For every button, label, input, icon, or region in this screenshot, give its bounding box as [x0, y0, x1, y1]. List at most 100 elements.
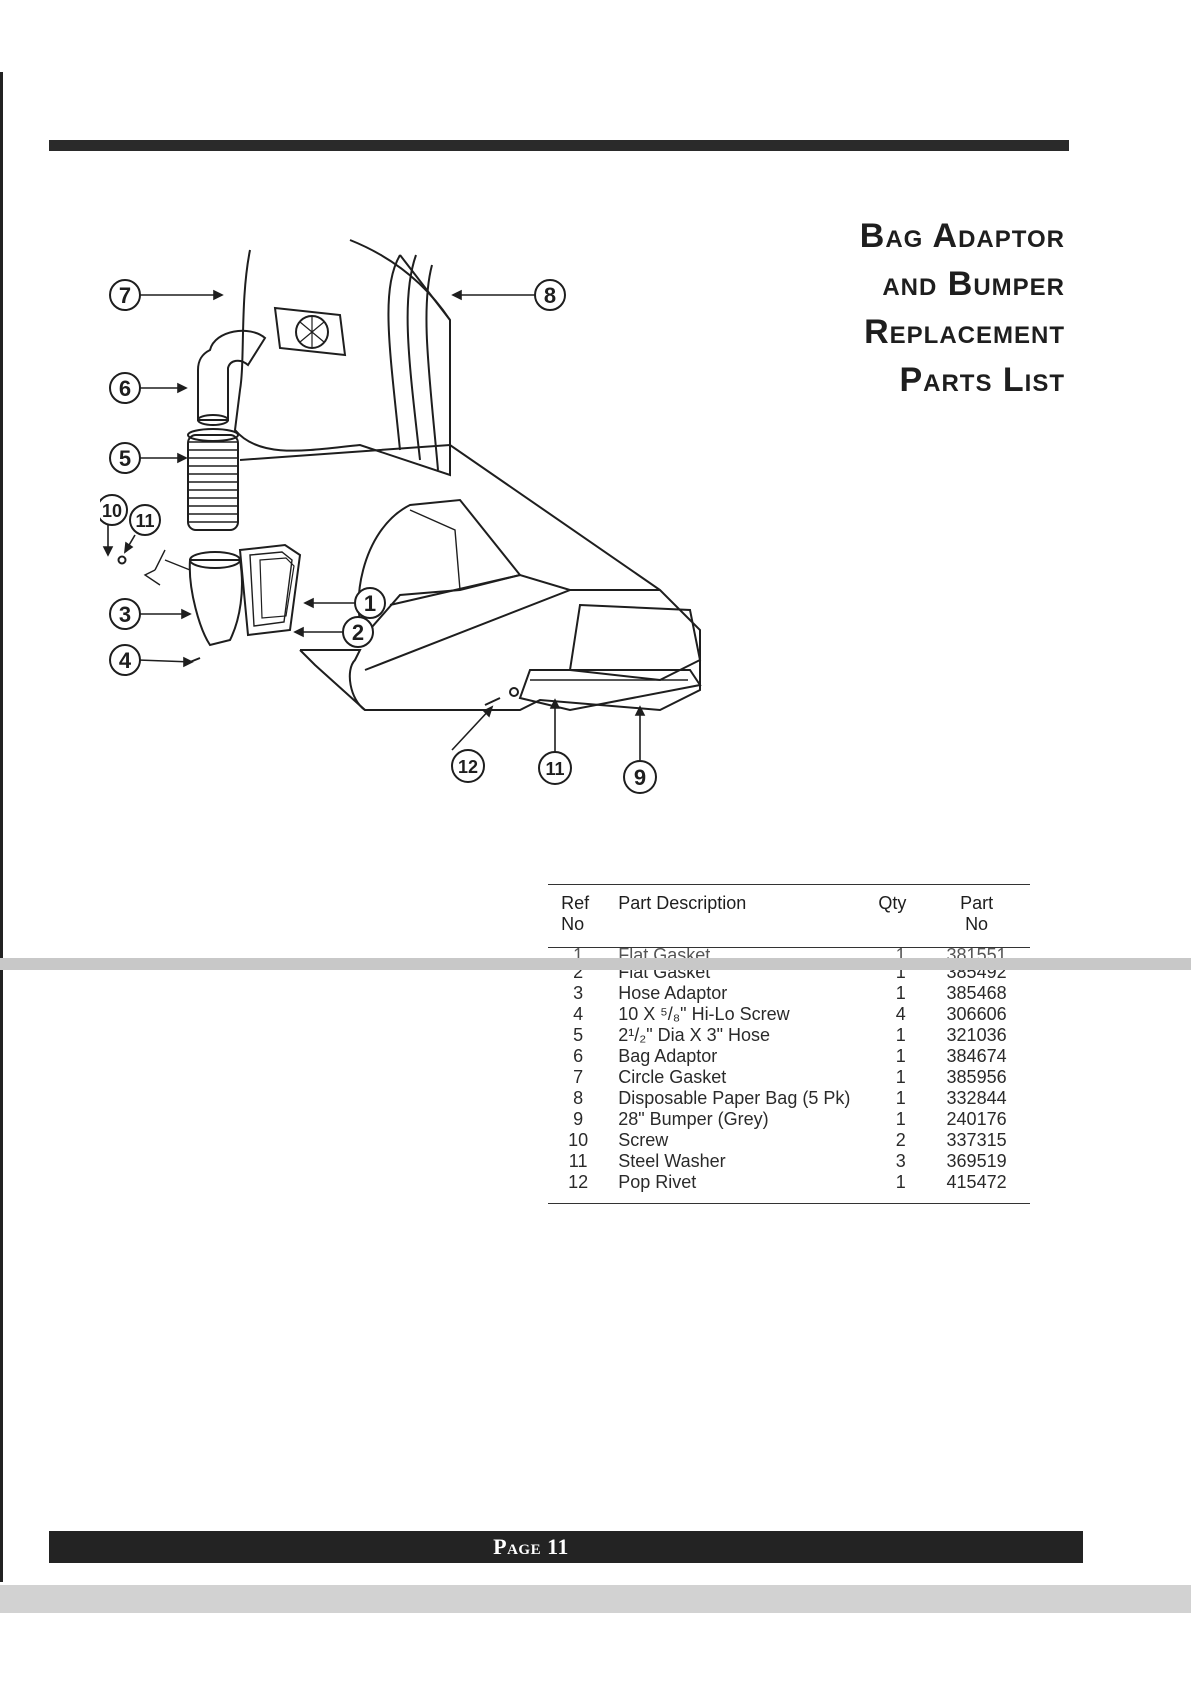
callout-11-upper-label: 11	[135, 511, 154, 531]
circle-gasket-drawing	[273, 306, 347, 357]
callout-5: 5	[109, 442, 141, 474]
callout-12: 12	[451, 749, 485, 783]
cell-part-no: 385956	[946, 1067, 1007, 1087]
callout-3-label: 3	[119, 602, 131, 627]
cell-description: Pop Rivet	[618, 1172, 697, 1192]
callout-1-label: 1	[364, 591, 376, 616]
cell-part-no: 415472	[946, 1172, 1007, 1192]
exploded-parts-diagram: 7 8 6 5 10 11 3 4 1 2 12 11 9	[100, 239, 702, 794]
cell-description: 10 X ⁵/₈" Hi-Lo Screw	[618, 1004, 790, 1024]
cell-qty: 1	[895, 947, 906, 963]
hose-adaptor-drawing	[188, 559, 243, 647]
callout-6-label: 6	[119, 376, 131, 401]
callout-10: 10	[100, 494, 128, 526]
cell-description: Circle Gasket	[618, 1067, 727, 1087]
callout-2: 2	[342, 616, 374, 648]
callout-8: 8	[534, 279, 566, 311]
callout-12-label: 12	[458, 757, 478, 777]
cell-ref: 12	[568, 1172, 589, 1192]
header-ref-no: Ref No	[548, 885, 614, 948]
callout-7-label: 7	[119, 283, 131, 308]
title-line-2: and Bumper	[882, 265, 1065, 303]
cell-description: 28" Bumper (Grey)	[618, 1109, 769, 1129]
paper-bag-drawing	[233, 239, 451, 477]
footer-bar: Page 11	[49, 1531, 1083, 1563]
cell-qty: 1	[895, 1025, 906, 1045]
cell-qty: 1	[895, 1172, 906, 1192]
table-row: 7 Circle Gasket 1 385956	[548, 1067, 1030, 1088]
cell-ref: 8	[573, 1088, 584, 1108]
bumper-drawing	[518, 669, 702, 712]
table-row: 11 Steel Washer 3 369519	[548, 1151, 1030, 1172]
bag-adaptor-drawing	[197, 329, 267, 421]
cell-ref: 7	[573, 1067, 584, 1087]
cell-ref: 4	[573, 1004, 584, 1024]
table-row: 10 Screw 2 337315	[548, 1130, 1030, 1151]
flat-gaskets-drawing	[238, 543, 302, 637]
cell-ref: 1	[573, 947, 584, 963]
cell-part-no: 337315	[946, 1130, 1007, 1150]
cell-ref: 9	[573, 1109, 584, 1129]
callout-5-label: 5	[119, 446, 131, 471]
cell-part-no: 332844	[946, 1088, 1007, 1108]
header-rule	[49, 140, 1069, 151]
header-qty: Qty	[878, 893, 907, 913]
cell-ref: 6	[573, 1046, 584, 1066]
cell-qty: 1	[895, 1088, 906, 1108]
cell-qty: 1	[895, 962, 906, 982]
callout-4: 4	[109, 644, 141, 676]
callout-6: 6	[109, 372, 141, 404]
callout-10-label: 10	[102, 501, 122, 521]
cell-description: Bag Adaptor	[618, 1046, 718, 1066]
scan-band-bottom	[0, 1585, 1191, 1613]
header-part-no: Part No	[923, 885, 1030, 948]
table-row: 8 Disposable Paper Bag (5 Pk) 1 332844	[548, 1088, 1030, 1109]
cell-part-no: 385468	[946, 983, 1007, 1003]
cell-description: 2¹/₂" Dia X 3" Hose	[618, 1025, 771, 1045]
cell-description: Disposable Paper Bag (5 Pk)	[618, 1088, 851, 1108]
cell-ref: 11	[568, 1151, 588, 1171]
cell-ref: 2	[573, 962, 584, 982]
cell-qty: 2	[895, 1130, 906, 1150]
callout-11-lower-label: 11	[545, 759, 564, 779]
cell-description: Hose Adaptor	[618, 983, 728, 1003]
cell-qty: 3	[895, 1151, 906, 1171]
cell-ref: 5	[573, 1025, 584, 1045]
callout-3: 3	[109, 598, 141, 630]
callout-11-upper: 11	[129, 504, 161, 536]
cell-description: Screw	[618, 1130, 669, 1150]
table-header-row: Ref No Part Description Qty Part No	[548, 884, 1030, 948]
cell-description: Steel Washer	[618, 1151, 726, 1171]
cell-part-no: 321036	[946, 1025, 1007, 1045]
cell-ref: 10	[568, 1130, 589, 1150]
scan-band	[0, 958, 1191, 970]
cell-part-no: 240176	[946, 1109, 1007, 1129]
callout-7: 7	[109, 279, 141, 311]
table-row: 6 Bag Adaptor 1 384674	[548, 1046, 1030, 1067]
header-ref-no-text: Ref No	[561, 893, 590, 934]
hose-drawing	[187, 428, 239, 531]
title-line-1: Bag Adaptor	[859, 217, 1065, 255]
callout-1: 1	[354, 587, 386, 619]
callout-4-label: 4	[119, 648, 132, 673]
cell-qty: 4	[895, 1004, 906, 1024]
cell-qty: 1	[895, 1109, 906, 1129]
title-line-4: Parts List	[899, 361, 1065, 399]
cell-ref: 3	[573, 983, 584, 1003]
callout-9: 9	[623, 760, 657, 794]
table-row: 5 2¹/₂" Dia X 3" Hose 1 321036	[548, 1025, 1030, 1046]
title-line-3: Replacement	[864, 313, 1065, 351]
table-row: 9 28" Bumper (Grey) 1 240176	[548, 1109, 1030, 1130]
cell-qty: 1	[895, 1046, 906, 1066]
parts-list-table: Ref No Part Description Qty Part No 1 Fl…	[548, 884, 1030, 1204]
cell-part-no: 369519	[946, 1151, 1007, 1171]
page-number: Page 11	[493, 1534, 569, 1559]
callout-2-label: 2	[352, 620, 364, 645]
page-title: Bag Adaptor and Bumper Replacement Parts…	[860, 212, 1065, 404]
cell-qty: 1	[895, 1067, 906, 1087]
callout-9-label: 9	[634, 765, 646, 790]
cell-part-no: 384674	[946, 1046, 1007, 1066]
table-row: 12 Pop Rivet 1 415472	[548, 1172, 1030, 1204]
